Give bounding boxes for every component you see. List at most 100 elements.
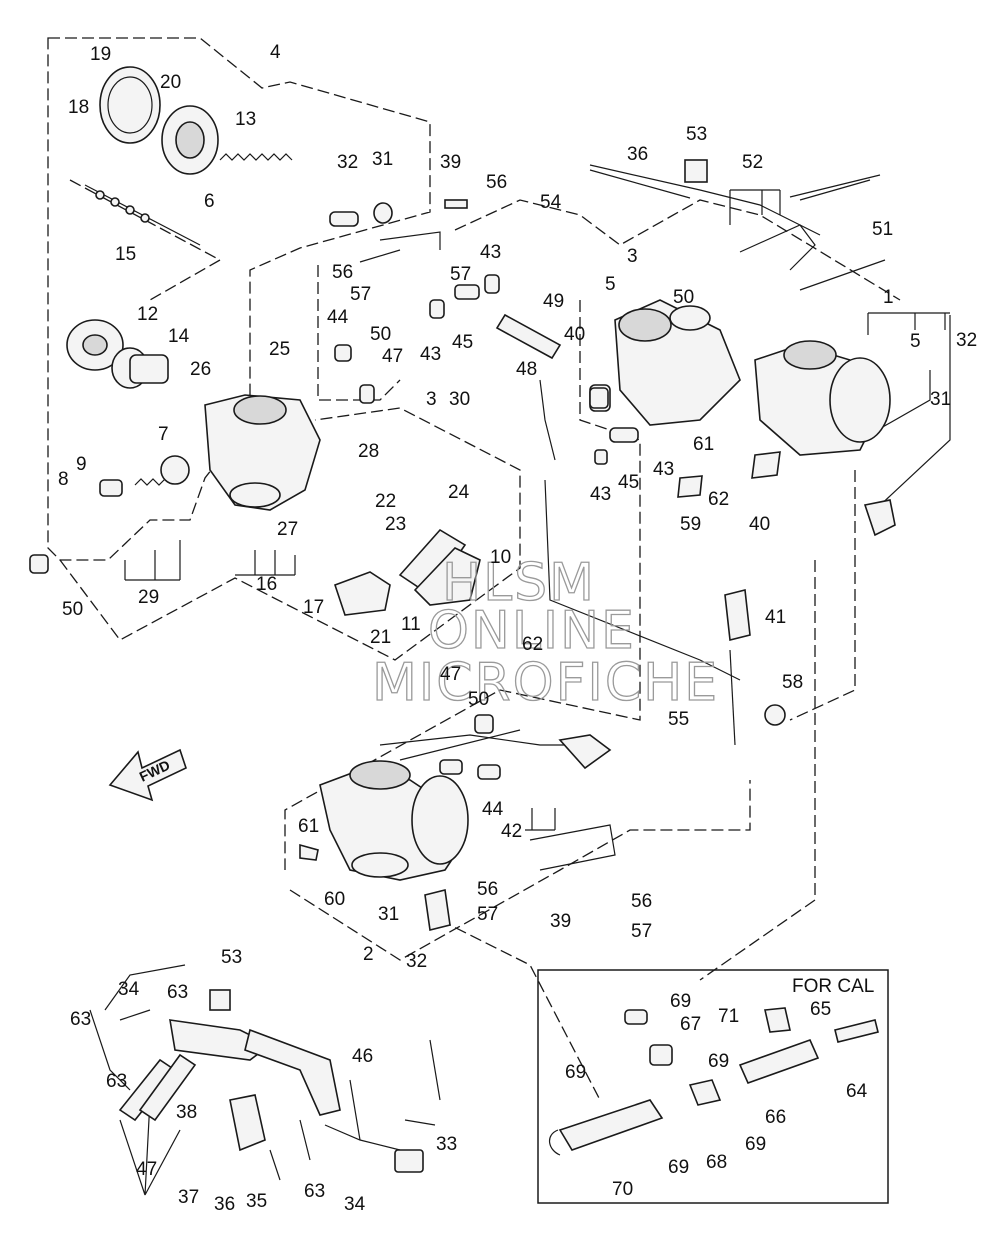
callout-69b: 69 xyxy=(708,1051,729,1072)
callout-57d: 57 xyxy=(631,921,652,942)
float-21 xyxy=(333,571,391,616)
callout-50d: 50 xyxy=(673,287,694,308)
callout-36a: 36 xyxy=(627,144,648,165)
callout-47a: 47 xyxy=(382,346,403,367)
callout-50c: 50 xyxy=(468,689,489,710)
callout-55: 55 xyxy=(668,709,689,730)
fwd-arrow-icon: FWD xyxy=(108,748,187,802)
callout-35: 35 xyxy=(246,1191,267,1212)
callout-39a: 39 xyxy=(440,152,461,173)
callout-50b: 50 xyxy=(62,599,83,620)
callout-25: 25 xyxy=(269,339,290,360)
callout-69e: 69 xyxy=(668,1157,689,1178)
callout-59: 59 xyxy=(680,514,701,535)
callout-31b: 31 xyxy=(930,389,951,410)
carb-body-front-upper xyxy=(614,299,741,426)
callout-56c: 56 xyxy=(477,879,498,900)
callout-43b: 43 xyxy=(420,344,441,365)
callout-3b: 3 xyxy=(627,246,638,267)
diaphragm-12 xyxy=(66,319,124,371)
callout-16: 16 xyxy=(256,574,277,595)
callout-39b: 39 xyxy=(550,911,571,932)
callout-26: 26 xyxy=(190,359,211,380)
callout-63b: 63 xyxy=(70,1009,91,1030)
callout-63d: 63 xyxy=(304,1181,325,1202)
watermark-line-3: MICROFICHE xyxy=(372,653,719,713)
callout-31c: 31 xyxy=(378,904,399,925)
callout-7: 7 xyxy=(158,424,169,445)
lower-linkage xyxy=(299,714,616,931)
diaphragm-cover xyxy=(99,66,161,144)
callout-4: 4 xyxy=(270,42,281,63)
throttle-rod-middle xyxy=(539,379,786,746)
callout-36b: 36 xyxy=(214,1194,235,1215)
callout-54: 54 xyxy=(540,192,562,213)
callout-71: 71 xyxy=(718,1006,739,1027)
callout-24: 24 xyxy=(448,482,470,503)
callout-30: 30 xyxy=(449,389,470,410)
callout-6: 6 xyxy=(204,191,215,212)
callout-57b: 57 xyxy=(350,284,371,305)
assembly-outline-4 xyxy=(47,37,521,661)
callout-21: 21 xyxy=(370,627,391,648)
callout-43d: 43 xyxy=(590,484,611,505)
callout-12: 12 xyxy=(137,304,158,325)
callout-67: 67 xyxy=(680,1014,701,1035)
callout-18: 18 xyxy=(68,97,89,118)
float-bowl-10 xyxy=(413,547,481,606)
callout-15: 15 xyxy=(115,244,136,265)
callout-2: 2 xyxy=(363,944,374,965)
callout-8: 8 xyxy=(58,469,69,490)
callout-32b: 32 xyxy=(956,330,977,351)
callout-63a: 63 xyxy=(167,982,188,1003)
callout-53a: 53 xyxy=(686,124,707,145)
callout-51: 51 xyxy=(872,219,893,240)
callout-70: 70 xyxy=(612,1179,633,1200)
callout-17: 17 xyxy=(303,597,324,618)
tubes-upper-right xyxy=(589,387,896,537)
callout-28: 28 xyxy=(358,441,379,462)
callout-34b: 34 xyxy=(344,1194,366,1215)
callout-68: 68 xyxy=(706,1152,727,1173)
callout-43a: 43 xyxy=(480,242,501,263)
callout-48: 48 xyxy=(516,359,537,380)
callout-13: 13 xyxy=(235,109,256,130)
callout-19: 19 xyxy=(90,44,111,65)
callout-69c: 69 xyxy=(565,1062,586,1083)
callout-47b: 47 xyxy=(440,664,461,685)
callout-29: 29 xyxy=(138,587,159,608)
callout-62b: 62 xyxy=(708,489,729,510)
sleeve-50 xyxy=(29,554,49,574)
callout-1: 1 xyxy=(883,287,894,308)
breather-hoses xyxy=(89,964,441,1181)
callout-47c: 47 xyxy=(136,1159,157,1180)
callout-57c: 57 xyxy=(477,904,498,925)
callout-27: 27 xyxy=(277,519,298,540)
throttle-linkage-upper xyxy=(589,159,886,291)
callout-11: 11 xyxy=(401,614,421,635)
callout-5a: 5 xyxy=(605,274,616,295)
callout-37: 37 xyxy=(178,1187,199,1208)
for-cal-title: FOR CAL xyxy=(792,976,874,997)
callout-56b: 56 xyxy=(332,262,353,283)
callout-56d: 56 xyxy=(631,891,652,912)
callout-41: 41 xyxy=(765,607,786,628)
callout-45b: 45 xyxy=(618,472,639,493)
part-callouts: 4 19 20 18 13 6 15 32 31 39 56 56 57 57 … xyxy=(58,42,977,1215)
callout-50a: 50 xyxy=(370,324,391,345)
carb-body-lower xyxy=(319,760,469,881)
callout-58: 58 xyxy=(782,672,803,693)
callout-57a: 57 xyxy=(450,264,471,285)
fitting-parts xyxy=(329,199,611,412)
callout-45a: 45 xyxy=(452,332,473,353)
callout-32a: 32 xyxy=(337,152,358,173)
callout-61b: 61 xyxy=(298,816,319,837)
watermark-line-1: HLSM xyxy=(442,553,596,613)
for-cal-section xyxy=(537,969,889,1204)
callout-3a: 3 xyxy=(426,389,437,410)
callout-63c: 63 xyxy=(106,1071,127,1092)
leader-lines xyxy=(119,189,951,1196)
callout-34a: 34 xyxy=(118,979,140,1000)
callout-44b: 44 xyxy=(482,799,504,820)
callout-9: 9 xyxy=(76,454,87,475)
